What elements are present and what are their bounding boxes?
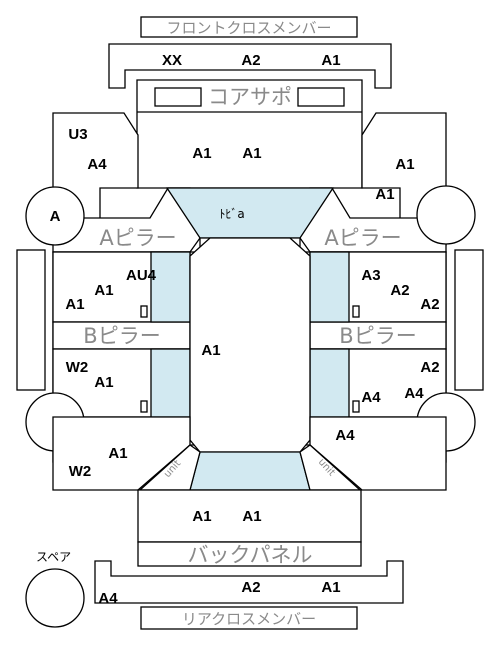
grade-rf-a1-top: A1 [395,156,414,173]
right-rear-sill [309,348,350,418]
right-b-pillar-label: Bピラー [339,324,416,348]
left-front-handle [140,305,148,318]
spare-tire [25,568,85,628]
right-front-sill [309,251,350,323]
left-a-pillar-label: Aピラー [99,226,176,250]
grade-bl-a1: A1 [108,445,127,462]
right-side-panel [454,249,484,391]
core-support-left-slot [154,87,202,107]
grade-a3: A3 [361,267,380,284]
right-rear-quarter [309,416,447,491]
grade-front-a1: A1 [321,52,340,69]
front-cross-member-box [140,16,358,38]
left-rear-quarter [52,416,191,491]
front-cross-member-part [108,43,392,89]
grade-lr-a1: A1 [94,374,113,391]
left-b-pillar-box [52,321,191,350]
grade-rear-a2: A2 [241,579,260,596]
front-left-wheel [25,186,85,246]
grade-spare-a4: A4 [98,590,118,607]
grade-rr-a4-c: A4 [335,427,355,444]
front-right-wheel [416,185,476,245]
back-panel-label: バックパネル [188,543,313,567]
right-a-pillar-label: Aピラー [324,226,401,250]
right-front-handle [352,305,360,318]
core-support-right-slot [297,87,345,107]
grade-left-a4: A4 [87,156,107,173]
grade-trunk-a1-left: A1 [192,508,211,525]
grade-rear-a1: A1 [321,579,340,596]
grade-au4: AU4 [126,267,157,284]
back-panel-box [137,541,362,567]
left-rear-handle [140,400,148,413]
right-rear-handle [352,400,360,413]
circle-a-label: A [50,208,61,225]
rear-window [189,451,311,491]
left-rear-sill [150,348,191,418]
grade-rr-a4-b: A4 [361,389,381,406]
grade-hood-a1-right: A1 [242,145,261,162]
grade-bl-w2: W2 [69,463,92,480]
spare-label: スペア [36,550,71,564]
grade-hood-a1-left: A1 [192,145,211,162]
grade-center-a1: A1 [201,342,220,359]
grade-rf-a2-b: A2 [420,296,439,313]
grade-front-xx: XX [162,52,182,69]
front-cross-member-label: フロントクロスメンバー [166,19,331,37]
core-support-label: コアサポ [208,85,292,109]
grade-front-a2: A2 [241,52,260,69]
grade-u3: U3 [68,126,87,143]
rear-cross-member-label: リアクロスメンバー [182,610,316,628]
rear-cross-member-part [94,560,404,604]
trunk-section [137,489,362,543]
grade-trunk-a1-right: A1 [242,508,261,525]
left-front-sill [150,251,191,323]
rear-cross-member-box [140,606,358,630]
grade-rf-a1-bot: A1 [375,186,394,203]
grade-lf-a1-b: A1 [65,296,84,313]
grade-rf-a2-a: A2 [390,282,409,299]
grade-rr-a4-a: A4 [404,385,424,402]
left-b-pillar-label: Bピラー [83,324,160,348]
grade-lf-a1-a: A1 [94,282,113,299]
grade-w2-mid: W2 [66,359,89,376]
left-side-panel [16,249,46,391]
door-label: ﾄﾋﾞa [219,207,244,221]
grade-rr-a2: A2 [420,359,439,376]
